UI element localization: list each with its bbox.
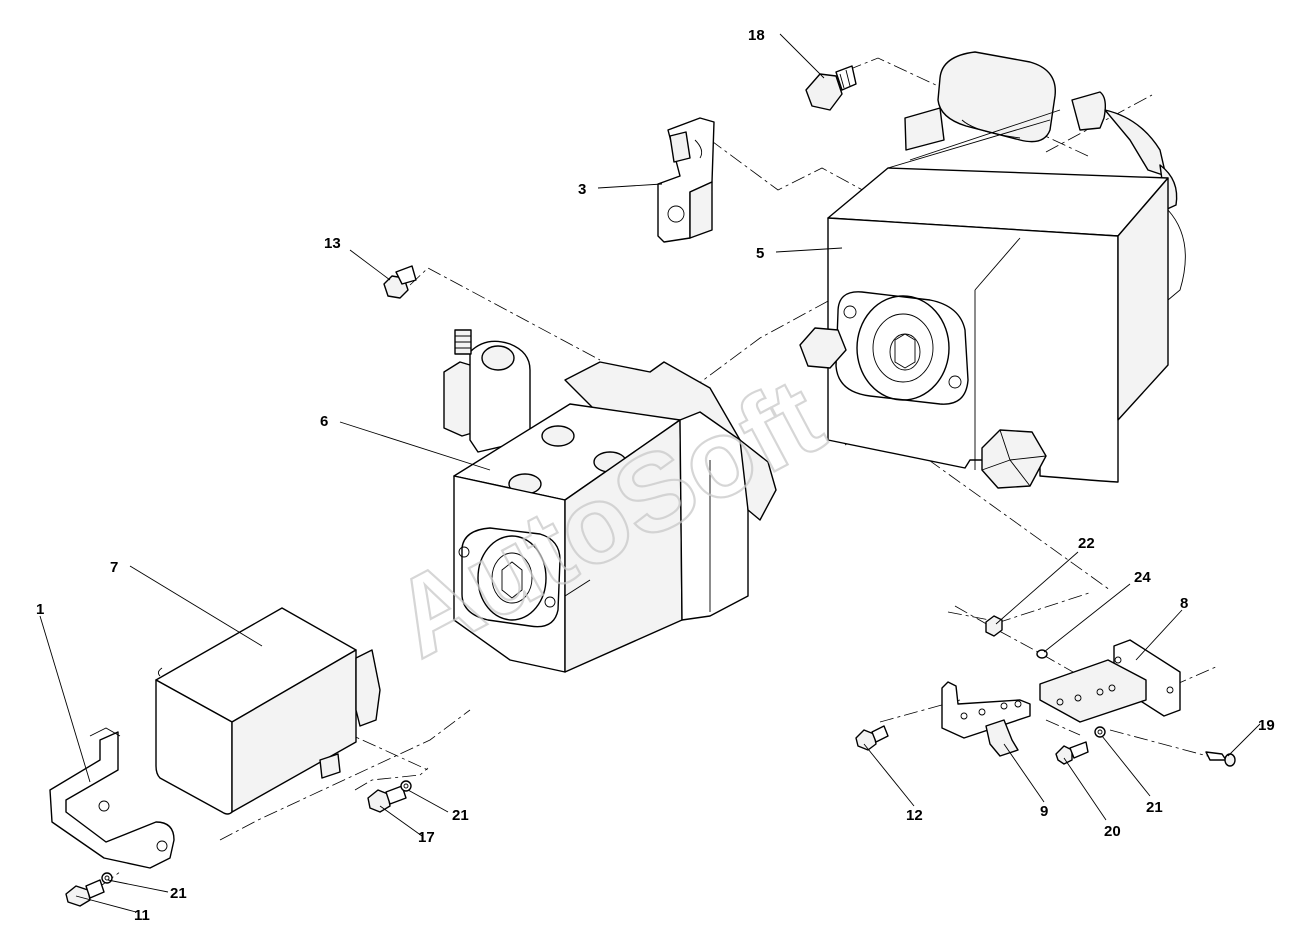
bracket-part-3	[657, 117, 715, 243]
bracket-part-9	[941, 681, 1031, 757]
callout-21-b: 21	[170, 885, 187, 902]
callout-labels: 18 3 5 13 6 7 1 22 24 8 19 21 9 20 12 21…	[36, 27, 1275, 924]
callout-21-a: 21	[452, 807, 469, 824]
valve-block-part-6	[443, 329, 777, 673]
callout-13: 18	[748, 27, 765, 44]
cover-part-7	[155, 607, 381, 815]
callout-12: 12	[906, 807, 923, 824]
callout-6: 6	[320, 413, 328, 430]
callout-22: 22	[1078, 535, 1095, 552]
callout-3: 3	[578, 181, 586, 198]
callout-24: 24	[1134, 569, 1151, 586]
screw-part-19	[1205, 751, 1236, 767]
screw-part-20	[1055, 741, 1089, 765]
nut-part-22	[985, 615, 1003, 637]
callout-11: 13	[324, 235, 341, 252]
bolt-part-17	[367, 785, 407, 813]
callout-5: 5	[756, 245, 764, 262]
callout-7: 7	[110, 559, 118, 576]
callout-20: 20	[1104, 823, 1121, 840]
plate-part-8	[1039, 639, 1181, 723]
bolt-part-18	[65, 879, 105, 907]
callout-9: 9	[1040, 803, 1048, 820]
washer-part-21-c	[1094, 726, 1106, 738]
screw-part-11	[383, 265, 417, 299]
bolt-part-13	[805, 65, 857, 111]
callout-17: 17	[418, 829, 435, 846]
pump-part-5	[799, 51, 1186, 489]
leader-lines	[39, 33, 1261, 913]
callout-19: 19	[1258, 717, 1275, 734]
callout-21-c: 21	[1146, 799, 1163, 816]
washer-part-21-a	[400, 780, 412, 792]
callout-8: 8	[1180, 595, 1188, 612]
callout-18: 11	[134, 907, 150, 924]
callout-1: 1	[36, 601, 44, 618]
washer-part-21-b	[101, 872, 113, 884]
clip-part-1	[49, 727, 175, 869]
screw-part-12	[855, 725, 889, 751]
